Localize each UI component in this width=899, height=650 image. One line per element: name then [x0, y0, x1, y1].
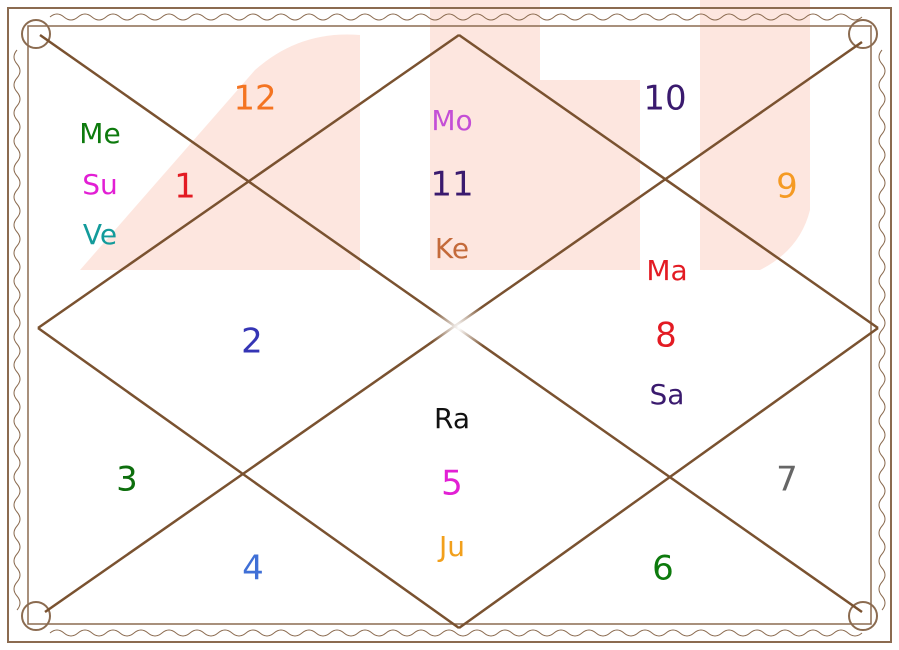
- house-number-2: 2: [241, 322, 263, 362]
- house-number-5: 5: [441, 464, 463, 504]
- house-number-10: 10: [643, 79, 686, 119]
- planet-label: Ra: [434, 402, 470, 435]
- house-number-9: 9: [776, 167, 798, 207]
- corner-ornament: [22, 602, 50, 630]
- house-number-4: 4: [242, 549, 264, 589]
- house-number-3: 3: [116, 460, 138, 500]
- house-number-7: 7: [776, 460, 798, 500]
- center-glow: [429, 298, 489, 358]
- corner-ornament: [22, 20, 50, 48]
- house-number-12: 12: [233, 79, 276, 119]
- corner-ornament: [849, 20, 877, 48]
- planet-label: Ke: [435, 232, 469, 265]
- house-number-8: 8: [655, 316, 677, 356]
- planet-label: Mo: [431, 104, 472, 137]
- house-number-1: 1: [174, 167, 196, 207]
- house-number-6: 6: [652, 549, 674, 589]
- planet-label: Sa: [650, 378, 685, 411]
- house-number-11: 11: [430, 165, 473, 205]
- planet-label: Ju: [437, 530, 465, 563]
- planet-label: Ve: [83, 218, 117, 251]
- planet-label: Su: [82, 168, 118, 201]
- planet-label: Ma: [646, 254, 687, 287]
- planet-label: Me: [79, 117, 120, 150]
